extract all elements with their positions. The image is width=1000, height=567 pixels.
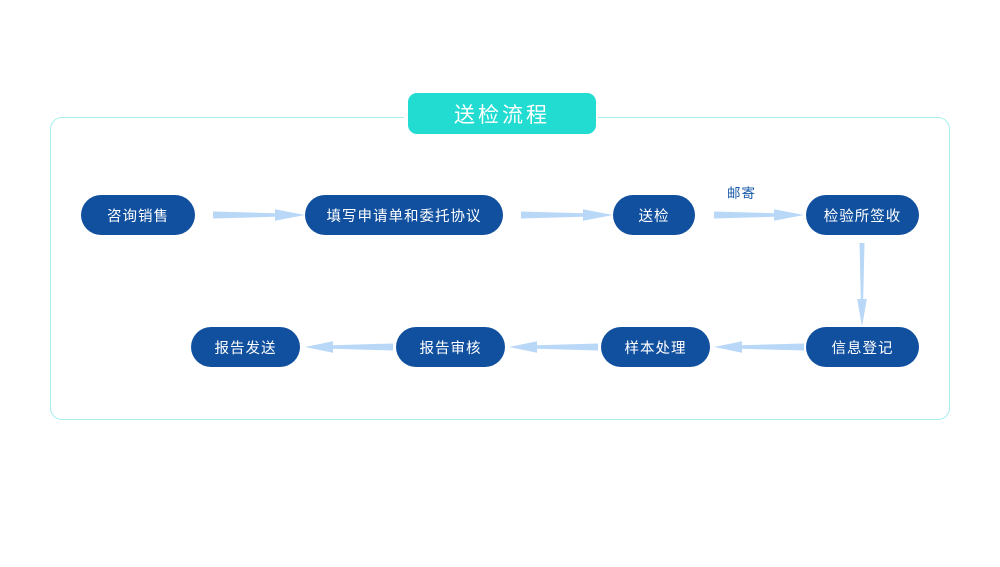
node-label: 检验所签收 <box>823 208 902 225</box>
node-label: 报告审核 <box>419 340 482 357</box>
node-label: 信息登记 <box>831 340 894 357</box>
node-label: 咨询销售 <box>107 208 169 225</box>
arrow-n1-n2 <box>213 205 305 225</box>
diagram-frame <box>50 117 950 420</box>
node-submit-inspection[interactable]: 送检 <box>613 195 695 235</box>
page-title: 送检流程 <box>454 102 550 127</box>
node-consult-sales[interactable]: 咨询销售 <box>81 195 195 235</box>
arrow-n7-n8 <box>305 337 393 357</box>
arrow-n5-n6 <box>714 337 804 357</box>
node-label: 样本处理 <box>624 340 687 357</box>
diagram-title-banner: 送检流程 <box>408 93 596 134</box>
node-label: 送检 <box>638 208 670 225</box>
node-info-registration[interactable]: 信息登记 <box>806 327 919 367</box>
edge-label-mail: 邮寄 <box>727 186 756 202</box>
node-report-delivery[interactable]: 报告发送 <box>191 327 300 367</box>
node-fill-application[interactable]: 填写申请单和委托协议 <box>305 195 503 235</box>
arrow-n2-n3 <box>521 205 613 225</box>
arrow-n4-n5 <box>850 243 874 327</box>
node-sample-processing[interactable]: 样本处理 <box>601 327 710 367</box>
arrow-n6-n7 <box>509 337 598 357</box>
node-label: 报告发送 <box>214 340 277 357</box>
arrow-n3-n4 <box>714 205 804 225</box>
node-report-review[interactable]: 报告审核 <box>396 327 505 367</box>
node-label: 填写申请单和委托协议 <box>326 208 482 225</box>
node-lab-receipt[interactable]: 检验所签收 <box>806 195 919 235</box>
